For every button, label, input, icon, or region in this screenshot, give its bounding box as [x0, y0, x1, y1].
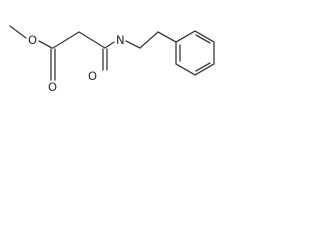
phenyl-ring	[175, 30, 215, 76]
bond-ester-o-carbonyl-c	[38, 40, 53, 49]
atom-label-ester-o: O	[28, 33, 37, 47]
bond-n-ch2	[125, 40, 141, 49]
bond-ch2-phenyl	[157, 31, 177, 43]
bond-methyl-ester-o	[9, 25, 27, 39]
atom-label-amide-n: N	[116, 33, 125, 47]
atom-label-ester-carbonyl-o: O	[48, 80, 57, 94]
bond-ester-c-ch2	[52, 31, 80, 49]
bond-ch2-amide-c	[78, 31, 106, 49]
molecule-structure-diagram: O O N O	[9, 25, 215, 94]
atom-label-amide-o: O	[88, 69, 97, 83]
bond-amide-c-n	[104, 41, 115, 49]
phenyl-inner-bond-2	[195, 62, 211, 72]
bond-ch2-ch2	[139, 31, 159, 49]
phenyl-inner-bond-3	[195, 34, 211, 44]
